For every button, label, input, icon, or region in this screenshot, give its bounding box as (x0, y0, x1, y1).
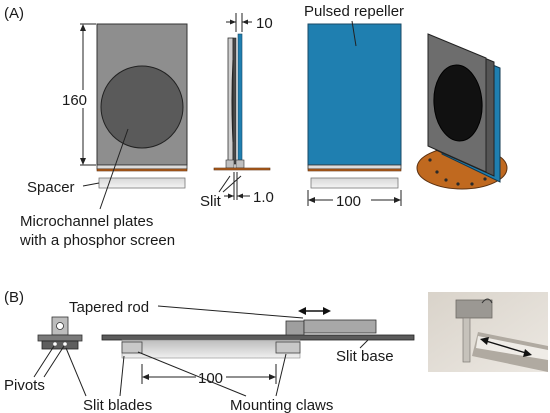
label-tapered-rod: Tapered rod (69, 299, 149, 316)
side-base-strip (213, 167, 271, 171)
slit-base-bar (101, 334, 415, 341)
label-slit-blades: Slit blades (83, 397, 152, 413)
label-slit: Slit (200, 193, 222, 210)
slit-blade-body (121, 339, 301, 359)
dim-slit-label: 1.0 (253, 189, 274, 206)
panel-a-tag: (A) (4, 5, 24, 22)
thickness-dimension: 10 (226, 13, 273, 32)
panel-b-tag: (B) (4, 289, 24, 306)
slit-dimension: 1.0 (224, 172, 274, 206)
mcp-circle (100, 65, 184, 149)
dim-span-label: 100 (198, 370, 223, 387)
front-view-mcp (96, 23, 188, 189)
spacer-block (98, 177, 186, 189)
mounting-claw-left (121, 341, 143, 354)
label-mounting-claws: Mounting claws (230, 397, 333, 413)
dim-thickness-label: 10 (256, 15, 273, 32)
label-mcp-line1: Microchannel plates (20, 213, 153, 230)
photo-inset (428, 292, 548, 372)
front-spacer-strip (96, 164, 188, 170)
label-pulsed-repeller: Pulsed repeller (304, 3, 404, 20)
repeller-plate (307, 23, 402, 166)
front-base-strip (96, 168, 188, 172)
side-view-slit-base (101, 307, 415, 359)
label-slit-base: Slit base (336, 348, 394, 365)
span-dimension: 100 (141, 364, 277, 387)
label-pivots: Pivots (4, 377, 45, 394)
label-mcp-line2: with a phosphor screen (19, 232, 175, 249)
mounting-claw-right (275, 341, 301, 354)
label-spacer: Spacer (27, 179, 75, 196)
tapered-rod (303, 319, 377, 334)
end-view-pivots (37, 316, 83, 350)
isometric-view (416, 33, 508, 190)
side-view-mcp (213, 33, 271, 171)
height-dimension: 160 (62, 23, 96, 166)
dim-width-label: 100 (336, 193, 361, 210)
width-dimension: 100 (307, 190, 402, 210)
dim-height-label: 160 (62, 92, 87, 109)
repeller-front-view (307, 23, 402, 189)
